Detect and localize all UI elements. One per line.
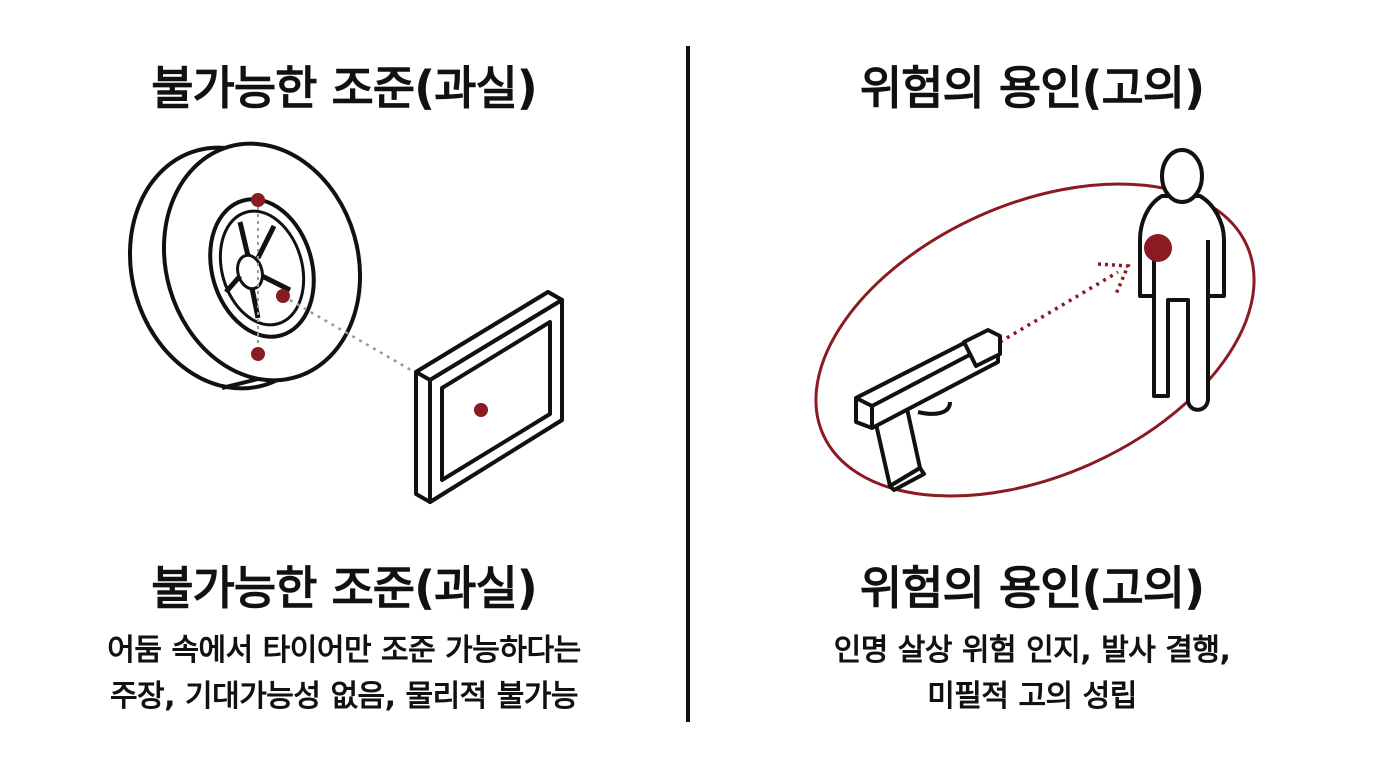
aim-path-line: [282, 294, 481, 412]
right-description-line: 미필적 고의 성립: [927, 679, 1137, 714]
bullet-trajectory-arrow: [999, 262, 1131, 344]
right-subtitle: 위험의 용인(고의): [859, 561, 1205, 615]
left-illustration: [127, 141, 564, 504]
left-description: 어둠 속에서 타이어만 조준 가능하다는 주장, 기대가능성 없음, 물리적 불…: [0, 628, 688, 720]
tire-top-dot: [251, 193, 265, 207]
left-description-line: 주장, 기대가능성 없음, 물리적 불가능: [109, 679, 579, 714]
heart-target-dot: [1144, 234, 1172, 262]
risk-zone-ellipse: [814, 182, 1256, 498]
right-illustration: [814, 148, 1256, 498]
target-dot: [474, 403, 488, 417]
panel-divider: [686, 46, 690, 722]
target-frame-icon: [414, 290, 564, 504]
left-panel: 불가능한 조준(과실) 불가능한 조준(과실): [0, 61, 688, 720]
right-panel: 위험의 용인(고의) 위험의 용인(: [688, 0, 1376, 768]
right-description-line: 인명 살상 위험 인지, 발사 결행,: [833, 633, 1231, 668]
tire-hub-dot: [276, 289, 290, 303]
left-description-line: 어둠 속에서 타이어만 조준 가능하다는: [107, 633, 581, 668]
right-description: 인명 살상 위험 인지, 발사 결행, 미필적 고의 성립: [688, 628, 1376, 720]
person-icon: [1138, 148, 1226, 412]
pistol-icon: [854, 328, 1002, 492]
left-title: 불가능한 조준(과실): [151, 61, 538, 115]
right-title: 위험의 용인(고의): [859, 61, 1205, 115]
tire-bottom-dot: [251, 347, 265, 361]
tire-icon: [127, 141, 363, 391]
left-subtitle: 불가능한 조준(과실): [151, 561, 538, 615]
